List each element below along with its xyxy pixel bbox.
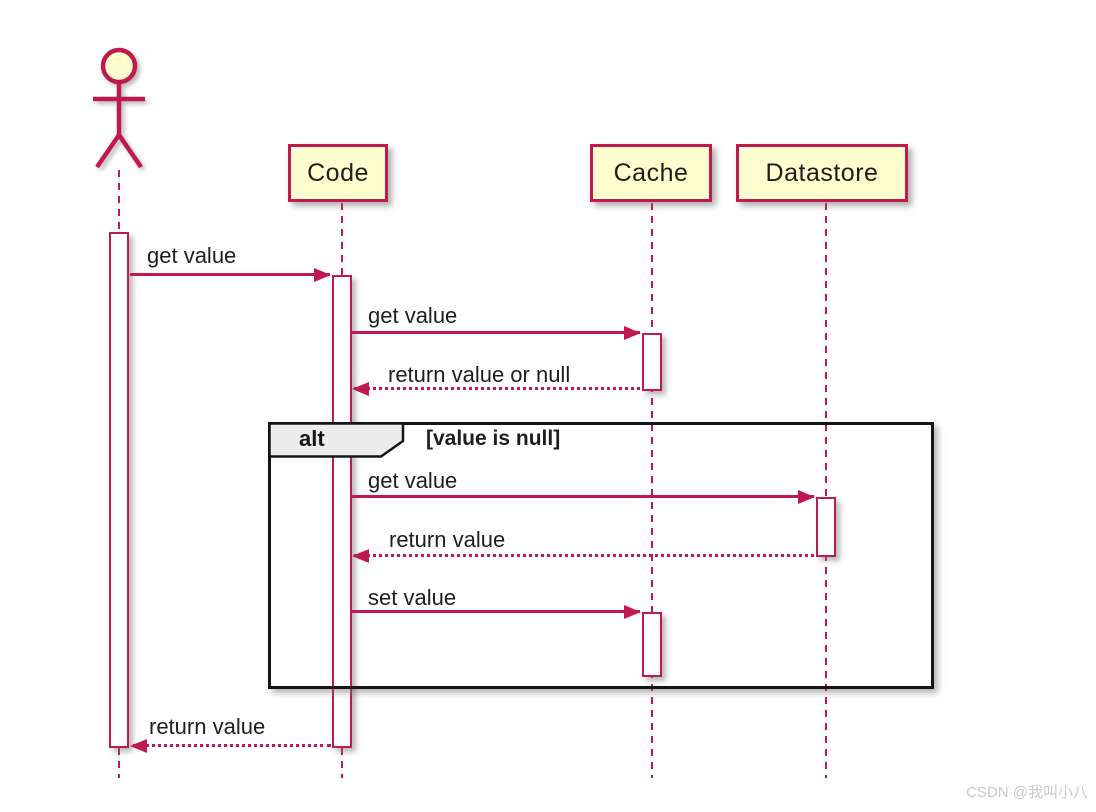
participant-code-label: Code: [307, 158, 369, 187]
activation-user: [109, 232, 129, 748]
message-line: [352, 495, 814, 498]
message-label: return value: [389, 527, 506, 552]
participant-datastore-label: Datastore: [765, 158, 879, 187]
arrowhead-right-icon: [798, 490, 815, 504]
message-line: [130, 273, 330, 276]
message-label: get value: [147, 243, 237, 268]
activation-code: [332, 275, 352, 748]
message-line: [354, 387, 640, 390]
lifeline-code-bottom: [341, 748, 343, 778]
participant-cache: Cache: [590, 144, 712, 202]
participant-cache-label: Cache: [613, 158, 689, 187]
arrowhead-left-icon: [352, 382, 369, 396]
arrowhead-right-icon: [624, 326, 641, 340]
message-label: set value: [368, 585, 457, 610]
message-line: [133, 744, 331, 747]
message-label: get value: [368, 468, 458, 493]
lifeline-code-top: [341, 203, 343, 275]
message-line: [352, 331, 640, 334]
participant-code: Code: [288, 144, 388, 202]
lifeline-datastore: [825, 203, 827, 778]
message-line: [352, 610, 640, 613]
arrowhead-left-icon: [130, 739, 147, 753]
activation-cache-1: [642, 333, 662, 391]
arrowhead-right-icon: [314, 268, 331, 282]
activation-cache-2: [642, 612, 662, 677]
lifeline-user-bottom: [118, 748, 120, 778]
arrowhead-right-icon: [624, 605, 641, 619]
lifeline-user-top: [118, 170, 120, 232]
message-label: return value: [149, 714, 266, 739]
actor-icon: [93, 47, 145, 169]
watermark-text: CSDN @我叫小八: [966, 784, 1088, 801]
message-line: [354, 554, 814, 557]
alt-guard-label: [value is null]: [426, 427, 561, 450]
alt-fragment-header: [268, 422, 405, 458]
message-label: return value or null: [388, 362, 571, 387]
alt-operator-label: alt: [299, 426, 325, 451]
activation-datastore: [816, 497, 836, 557]
arrowhead-left-icon: [352, 549, 369, 563]
lifeline-cache: [651, 203, 653, 778]
message-label: get value: [368, 303, 458, 328]
alt-fragment-frame: [268, 422, 934, 689]
participant-datastore: Datastore: [736, 144, 908, 202]
